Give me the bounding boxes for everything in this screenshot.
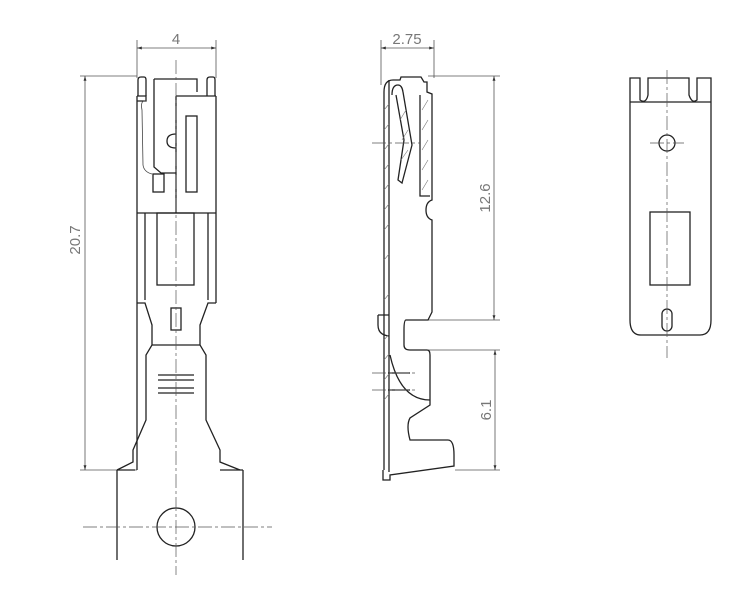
dimension-label-crimp: 6.1 xyxy=(478,400,495,421)
dimension-label-contact: 12.6 xyxy=(477,183,494,212)
dimension-label-width: 4 xyxy=(172,31,180,48)
dimension-label-side-width: 2.75 xyxy=(392,31,421,48)
side-view: 2.75 12.6 6.1 xyxy=(372,31,500,481)
front-view: 4 20.7 xyxy=(67,31,272,575)
dimension-label-length: 20.7 xyxy=(67,225,84,254)
rear-view xyxy=(629,70,712,358)
